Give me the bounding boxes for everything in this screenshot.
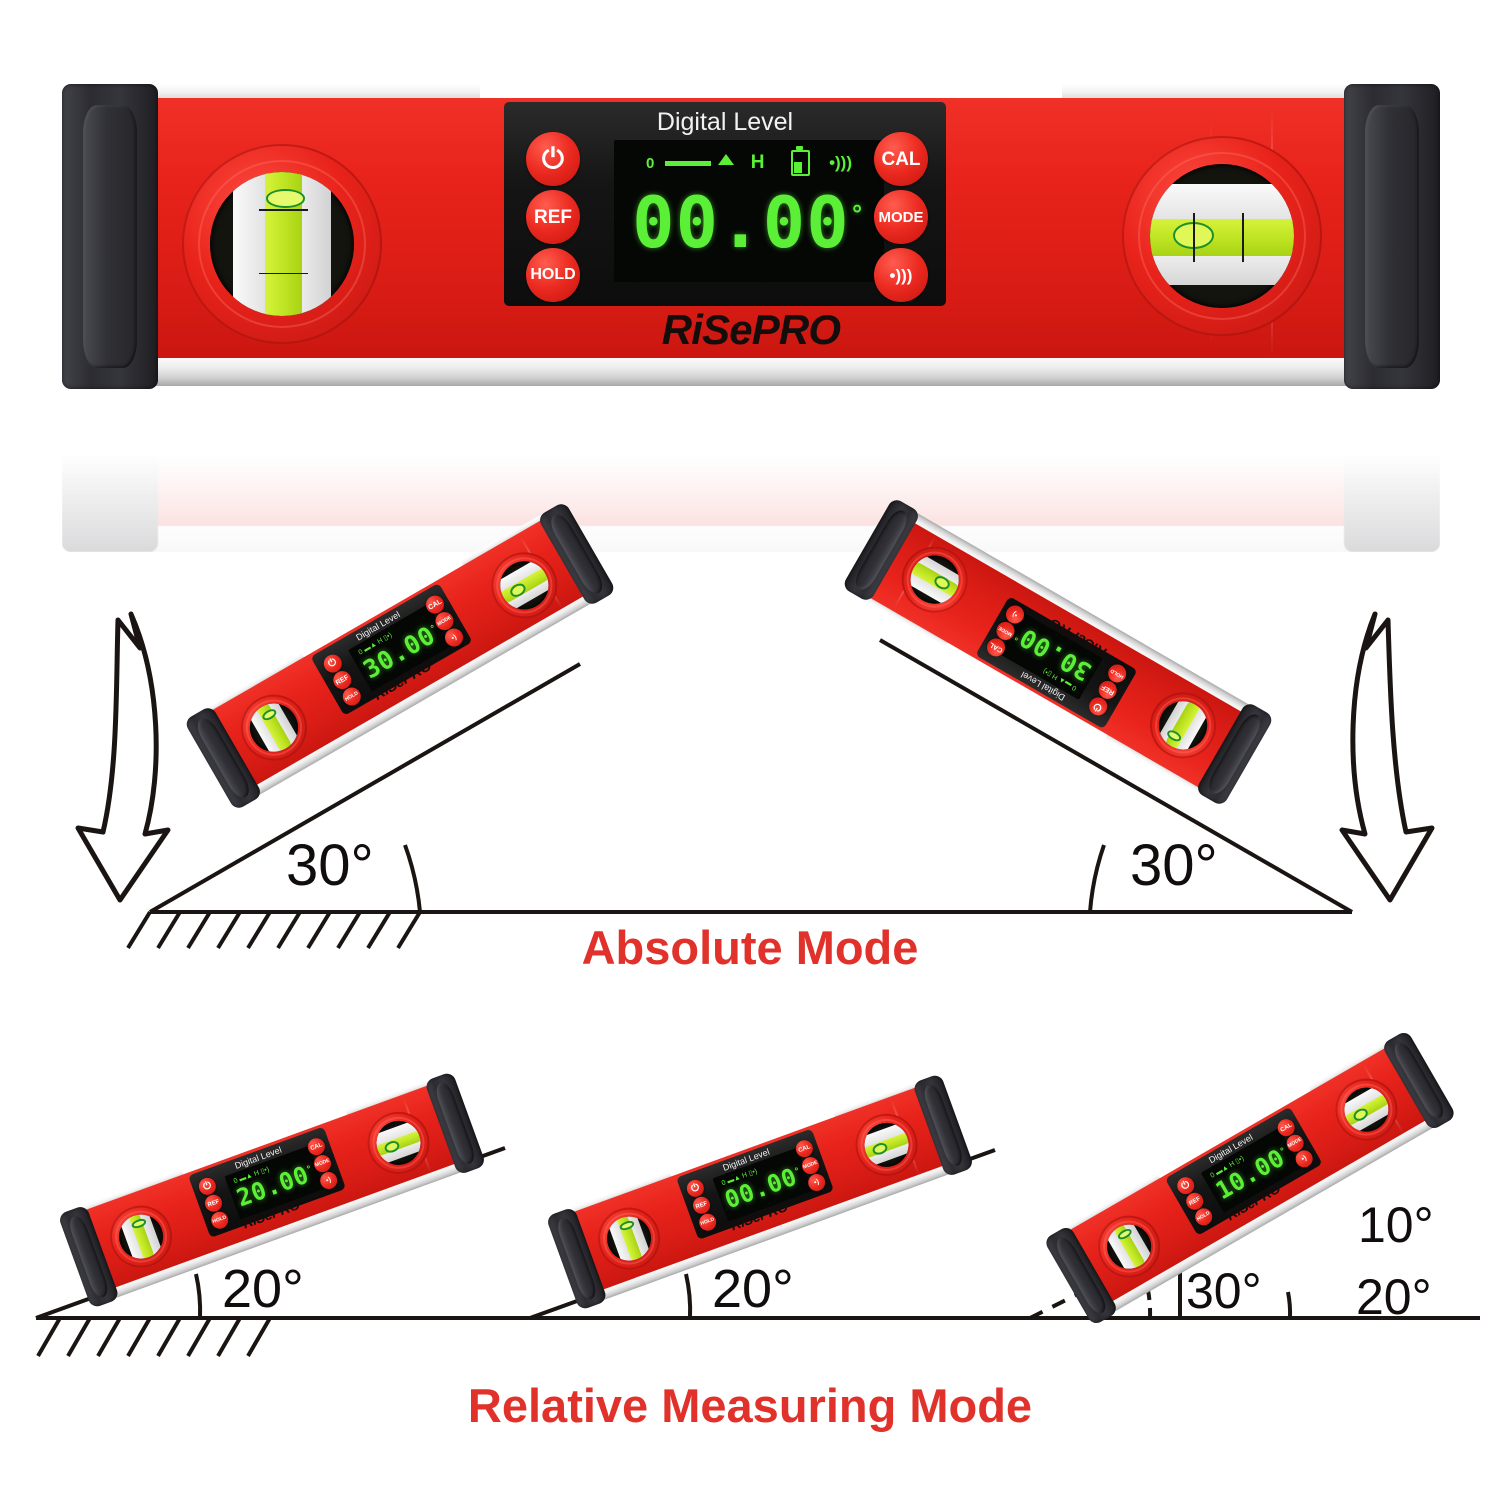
lcd-value: 00.00°: [632, 182, 866, 264]
brand-logo: RiSePRO: [661, 306, 841, 353]
absolute-right-angle-label: 30°: [1130, 833, 1218, 898]
bottom-rail: [140, 358, 1372, 386]
bar-indicator: [665, 160, 712, 166]
hold-button[interactable]: HOLD: [526, 248, 580, 302]
relative-one-angle-label: 20°: [222, 1259, 304, 1319]
battery-icon: [791, 146, 811, 176]
end-cap-right: [1344, 84, 1440, 389]
level-vial-glass: [1150, 164, 1294, 308]
sound-wave-icon: •))): [829, 153, 852, 172]
hero-reflection: [62, 392, 1440, 552]
absolute-level-right: Digital Level 30.00° 0 ▬▲ H ▯•) ⏻ REF HO…: [841, 496, 1275, 808]
curved-arrow-down-left: [75, 611, 171, 903]
hold-indicator: H: [750, 152, 765, 173]
relative-ground: [36, 1316, 1480, 1358]
relative-two-angle-label: 20°: [712, 1259, 794, 1319]
absolute-left-angle-label: 30°: [286, 833, 374, 898]
mode-button[interactable]: MODE: [874, 190, 928, 244]
level-vial-right: [1122, 136, 1322, 336]
sound-button[interactable]: •))): [874, 248, 928, 302]
triangle-indicator: [717, 154, 734, 165]
lcd-indicator-row: 0 H •))): [614, 146, 884, 176]
panel-title-text: Digital Level: [656, 108, 794, 136]
relative-three-angle-label-20: 20°: [1356, 1269, 1432, 1325]
zero-indicator: 0: [646, 154, 655, 172]
lcd-screen: 0 H •))) 00.00°: [614, 140, 884, 282]
hero-digital-level: Digital Level 0 H •))): [62, 84, 1440, 389]
display-panel: Digital Level 0 H •))): [504, 102, 946, 306]
absolute-mode-label: Absolute Mode: [581, 921, 919, 974]
plumb-vial-glass: [210, 172, 354, 316]
relative-three-angle-label-30: 30°: [1186, 1263, 1262, 1319]
relative-mode-label: Relative Measuring Mode: [467, 1379, 1033, 1432]
power-button[interactable]: ⏻: [526, 132, 580, 186]
relative-three-angle-label-10: 10°: [1358, 1197, 1434, 1253]
cal-button[interactable]: CAL: [874, 132, 928, 186]
curved-arrow-down-right: [1339, 611, 1435, 903]
end-cap-left: [62, 84, 158, 389]
plumb-vial-left: [182, 144, 382, 344]
ref-button[interactable]: REF: [526, 190, 580, 244]
absolute-level-left: Digital Level 30.00° 0 ▬▲ H ▯•) ⏻ REF HO…: [183, 500, 617, 812]
